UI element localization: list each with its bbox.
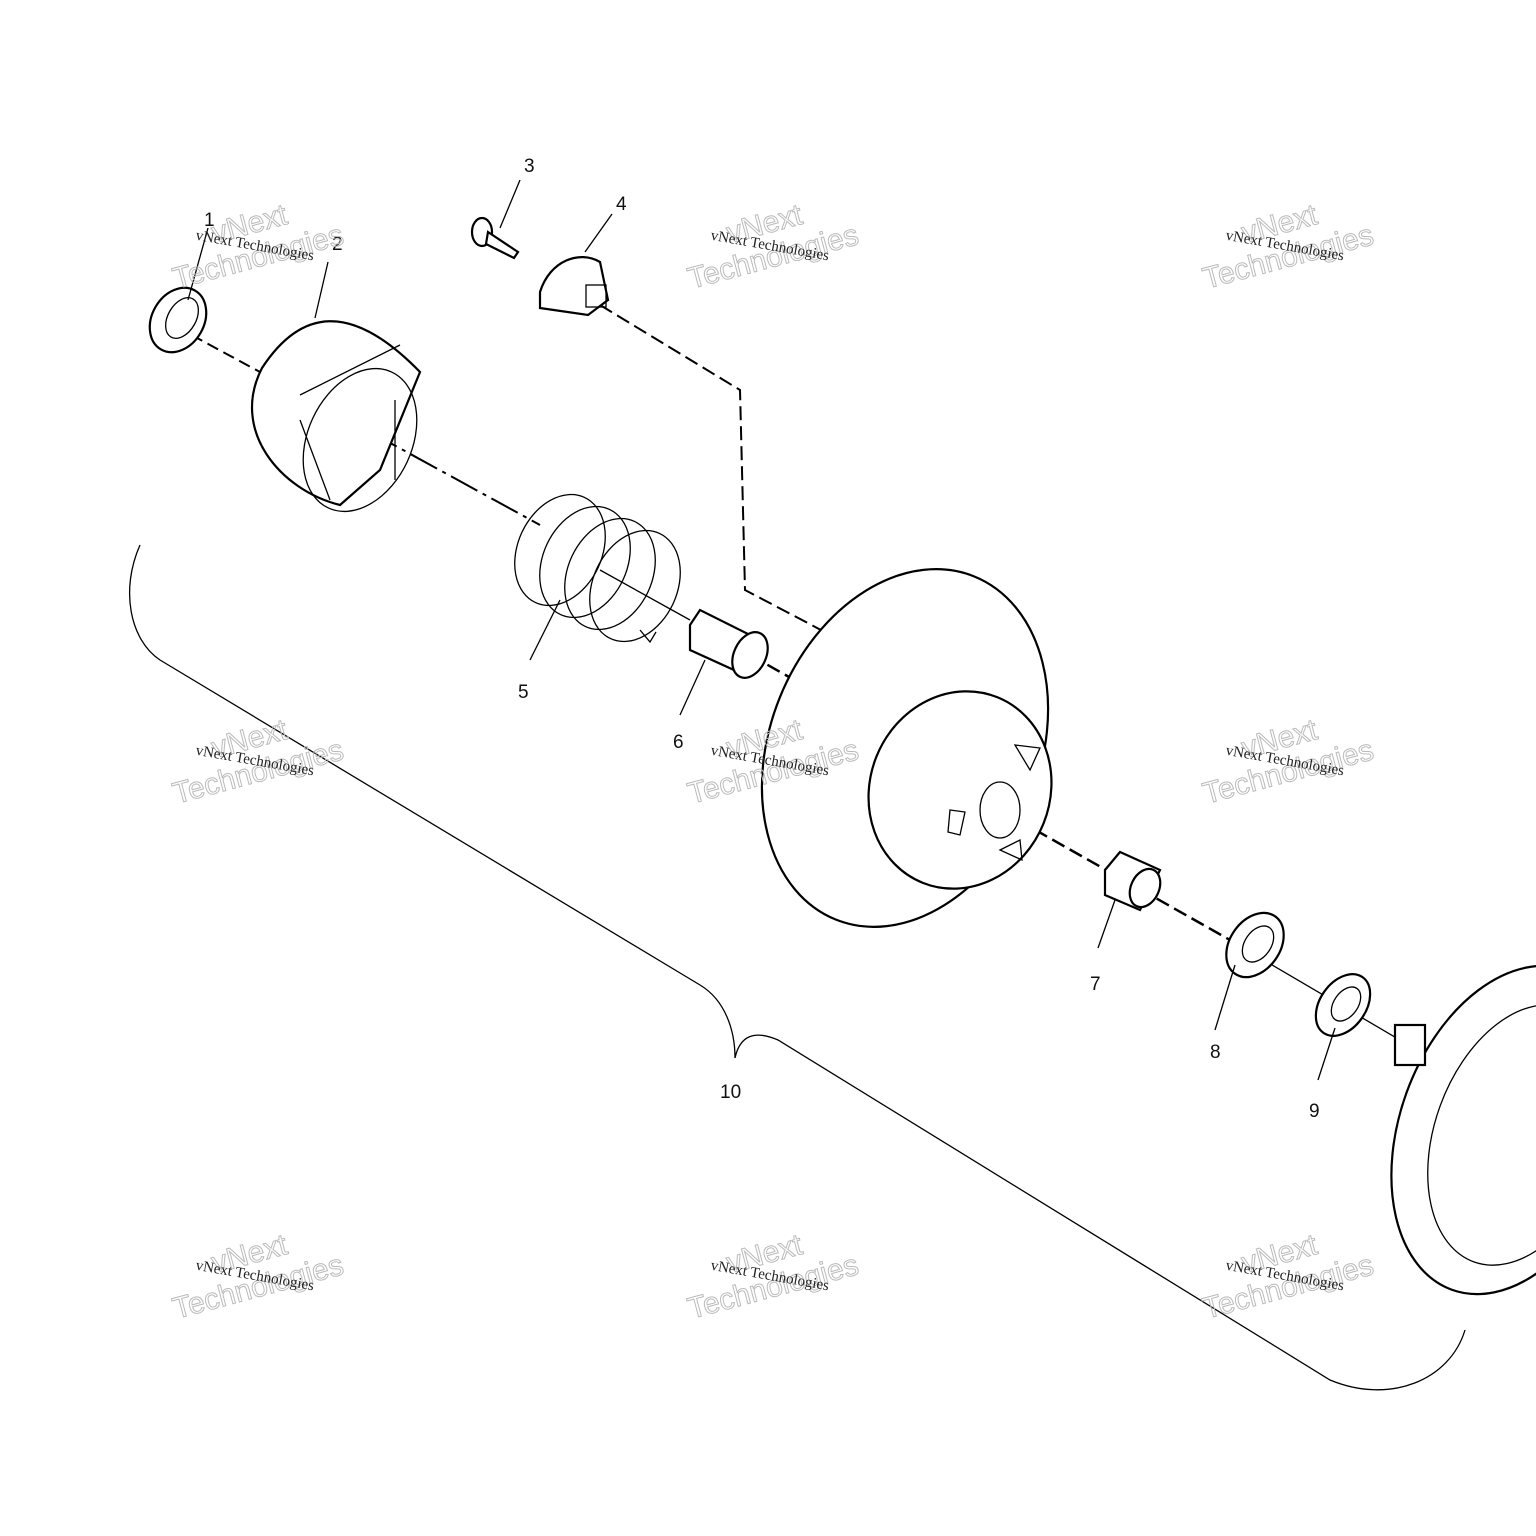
callout-3: 3 — [524, 156, 535, 177]
callout-10: 10 — [720, 1082, 741, 1103]
part-8-washer — [1225, 911, 1285, 979]
part-6-bushing — [688, 608, 769, 679]
part-4-button — [538, 256, 610, 317]
callout-7: 7 — [1090, 974, 1101, 995]
assembly-bracket — [128, 544, 1466, 1391]
callout-4: 4 — [616, 194, 627, 215]
part-9-washer — [1314, 973, 1372, 1037]
part-5-spring — [514, 493, 681, 644]
part-7-bushing — [1103, 850, 1162, 912]
callout-8: 8 — [1210, 1042, 1221, 1063]
callout-1: 1 — [204, 210, 215, 231]
part-2-cam — [250, 320, 422, 513]
callout-5: 5 — [518, 682, 529, 703]
callout-9: 9 — [1309, 1101, 1320, 1122]
callout-6: 6 — [673, 732, 684, 753]
part-1-snap-ring — [148, 286, 208, 354]
fixed-sheave — [1390, 964, 1536, 1296]
movable-sheave — [760, 568, 1053, 928]
callout-2: 2 — [332, 234, 343, 255]
leader-lines — [187, 179, 1336, 1081]
part-3-screw — [470, 216, 520, 260]
